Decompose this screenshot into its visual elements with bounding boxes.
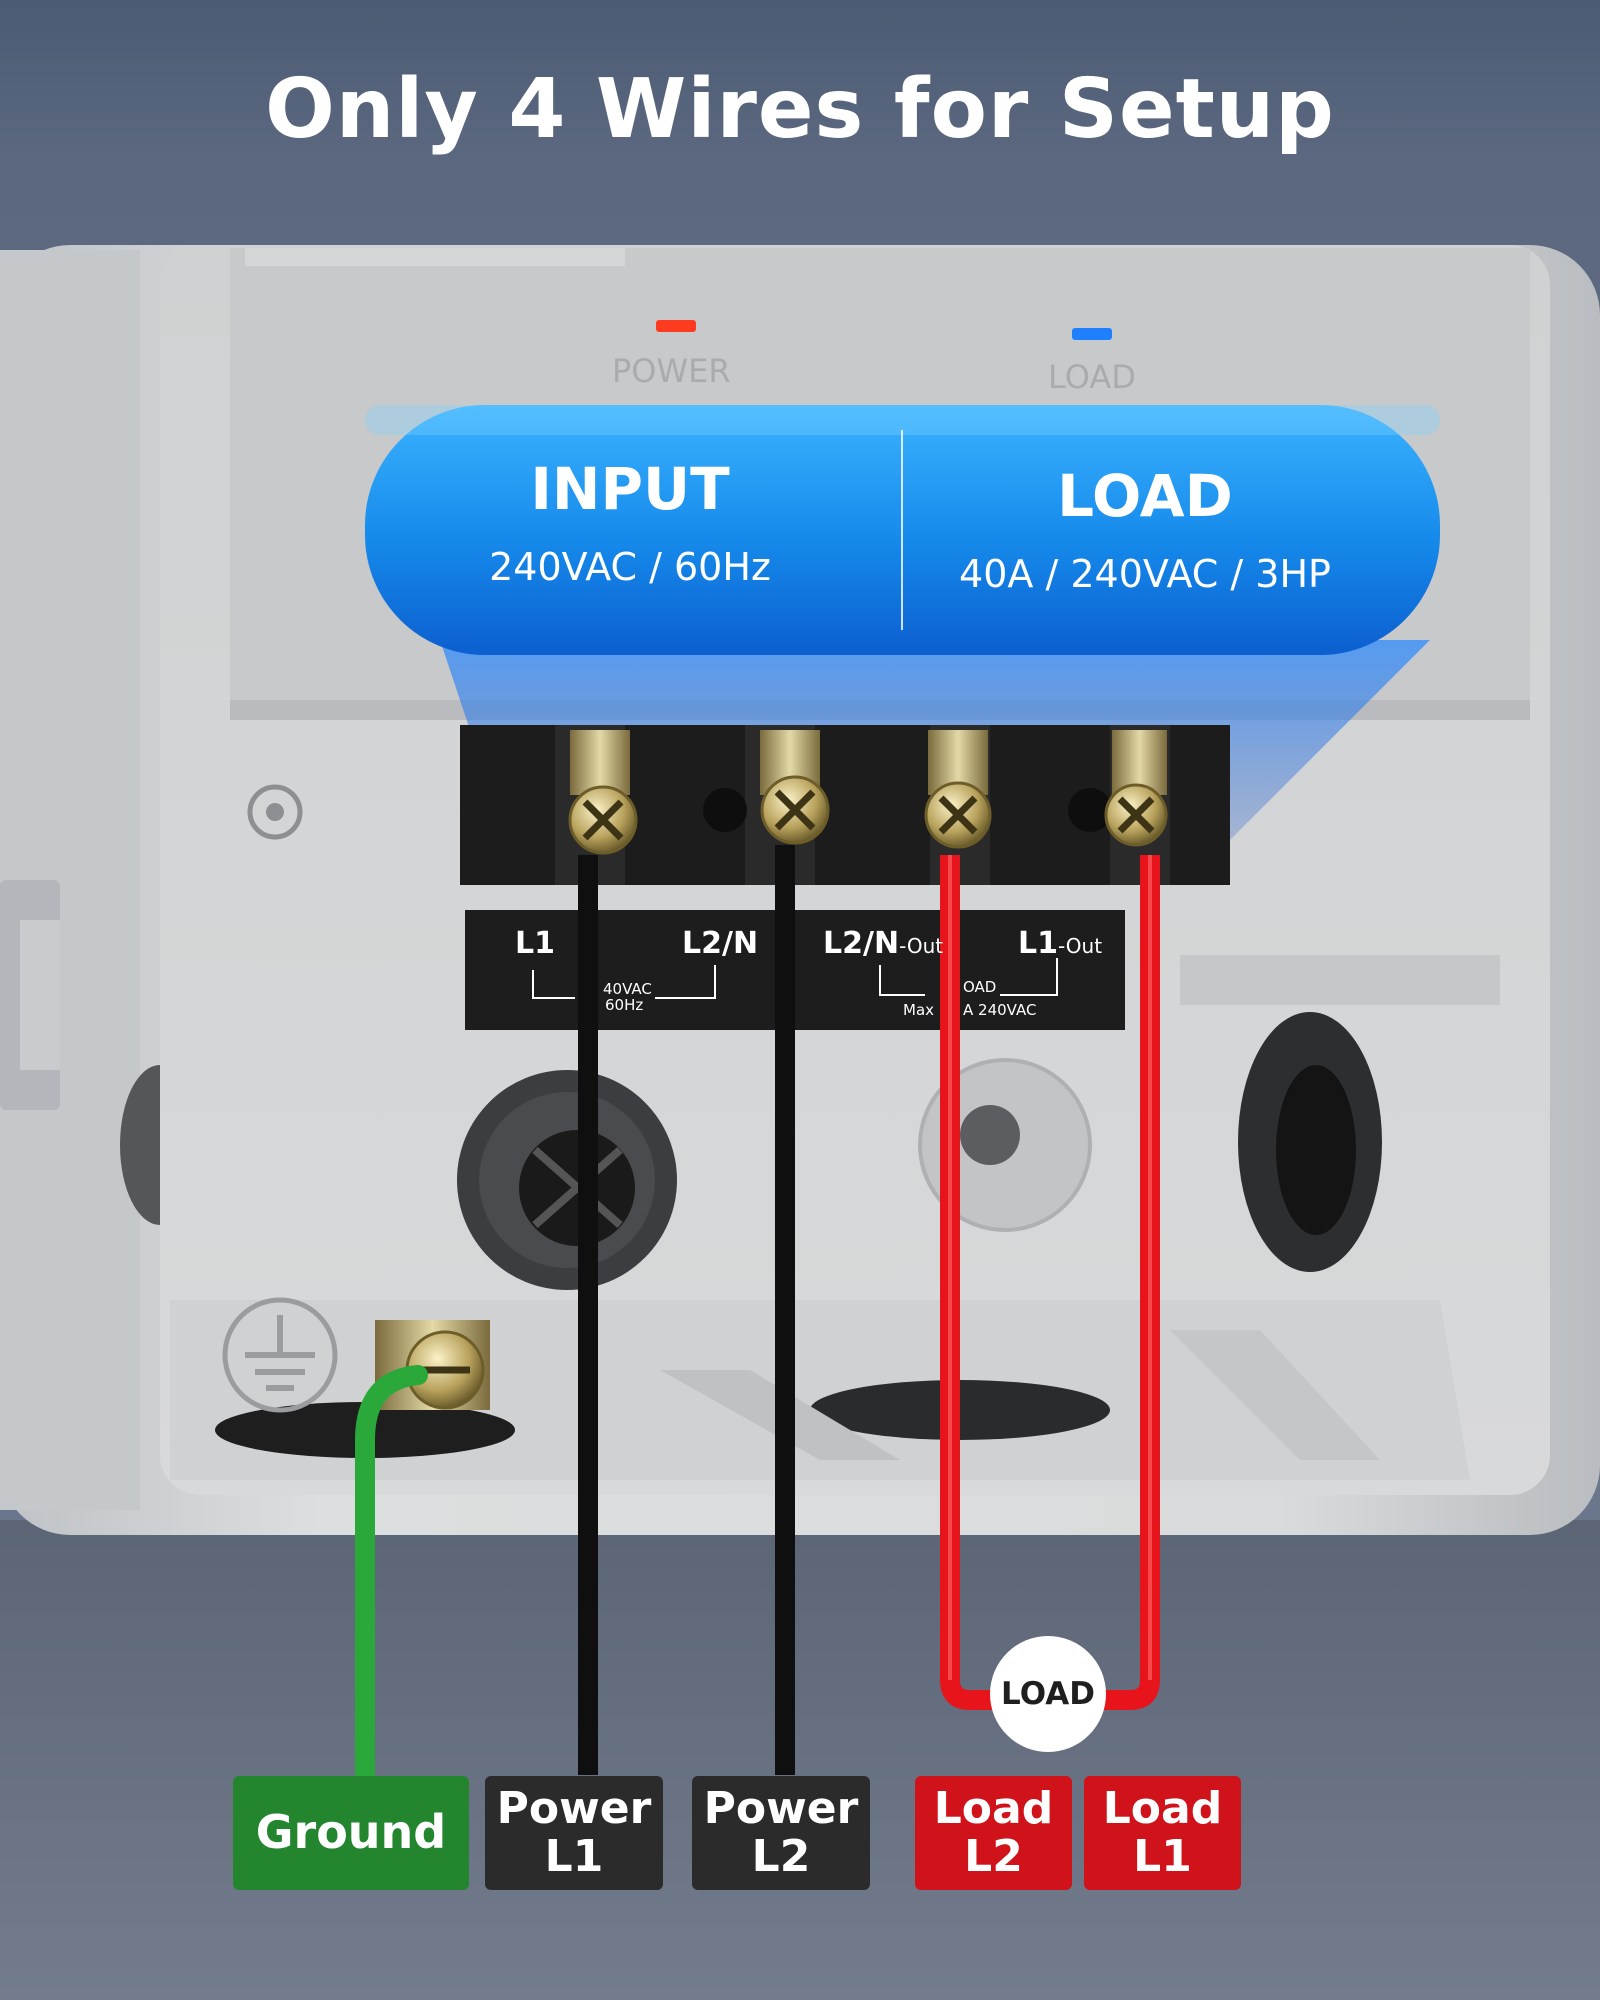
wire-tag-load-l1-line2: L1 [1133, 1831, 1192, 1882]
wire-tag-power-l2-line2: L2 [751, 1831, 811, 1882]
wire-tag-power-l1-line2: L1 [544, 1831, 604, 1882]
page-title: Only 4 Wires for Setup [265, 62, 1335, 157]
input-rating-line-2: 60Hz [605, 996, 644, 1014]
wire-tag-load-l2: Load L2 [915, 1776, 1072, 1890]
load-badge: LOAD [990, 1636, 1106, 1752]
load-rating-line-1: OAD [963, 978, 997, 996]
terminal-label-l1-out-suffix: -Out [1058, 934, 1103, 958]
wire-tag-load-l2-line2: L2 [964, 1831, 1023, 1882]
terminal-label-l2n-out-name: L2/N [823, 926, 900, 961]
wire-tag-power-l2: Power L2 [692, 1776, 870, 1890]
power-led-label: POWER [612, 352, 731, 390]
wire-tag-load-l1: Load L1 [1084, 1776, 1241, 1890]
wire-tag-power-l1-line1: Power [496, 1783, 652, 1835]
wire-tag-load-l1-line1: Load [1102, 1783, 1223, 1835]
terminal-label-l1: L1 [515, 926, 555, 961]
load-rating-line-3: A 240VAC [963, 1001, 1037, 1019]
load-heading: LOAD [1057, 462, 1233, 530]
load-rating-line-2: Max [903, 1001, 935, 1019]
wire-tag-power-l1: Power L1 [485, 1776, 663, 1890]
wire-tag-ground: Ground [233, 1776, 469, 1890]
load-spec: 40A / 240VAC / 3HP [959, 552, 1331, 596]
wire-tag-ground-text: Ground [255, 1805, 447, 1860]
terminal-label-l2n-out: L2/N-Out [823, 926, 943, 961]
terminal-label-l2n-out-suffix: -Out [899, 934, 944, 958]
wire-tag-power-l2-line1: Power [703, 1783, 859, 1835]
terminal-label-l1-out: L1-Out [1018, 926, 1102, 961]
input-rating-line-1: 40VAC [603, 980, 652, 998]
load-led-label: LOAD [1048, 358, 1136, 396]
wire-tag-load-l2-line1: Load [933, 1783, 1054, 1835]
input-heading: INPUT [530, 455, 730, 523]
input-spec: 240VAC / 60Hz [489, 545, 771, 589]
terminal-label-l2n: L2/N [682, 926, 759, 961]
terminal-label-l1-out-name: L1 [1018, 926, 1058, 961]
